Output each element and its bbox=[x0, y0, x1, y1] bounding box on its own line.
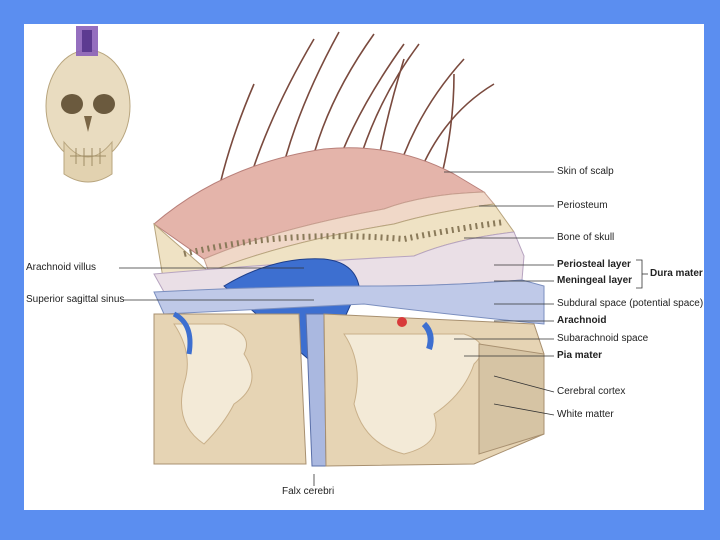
label-pia-mater: Pia mater bbox=[557, 350, 602, 362]
label-meningeal-layer: Meningeal layer bbox=[557, 275, 632, 287]
label-skin-of-scalp: Skin of scalp bbox=[557, 166, 614, 178]
label-periosteal-layer: Periosteal layer bbox=[557, 259, 631, 271]
skull-icon bbox=[46, 26, 130, 182]
falx-cerebri bbox=[306, 314, 326, 466]
label-periosteum: Periosteum bbox=[557, 200, 608, 212]
label-bone-of-skull: Bone of skull bbox=[557, 232, 614, 244]
label-white-matter: White matter bbox=[557, 409, 614, 421]
label-arachnoid: Arachnoid bbox=[557, 315, 606, 327]
slide-panel: Skin of scalp Periosteum Bone of skull P… bbox=[24, 24, 704, 510]
label-cerebral-cortex: Cerebral cortex bbox=[557, 386, 625, 398]
label-superior-sagittal-sinus: Superior sagittal sinus bbox=[26, 294, 124, 306]
label-dura-mater: Dura mater bbox=[650, 268, 703, 280]
label-falx-cerebri: Falx cerebri bbox=[282, 486, 334, 498]
label-subdural-space: Subdural space (potential space) bbox=[557, 298, 703, 310]
label-arachnoid-villus: Arachnoid villus bbox=[26, 262, 96, 274]
label-subarachnoid-space: Subarachnoid space bbox=[557, 333, 648, 345]
